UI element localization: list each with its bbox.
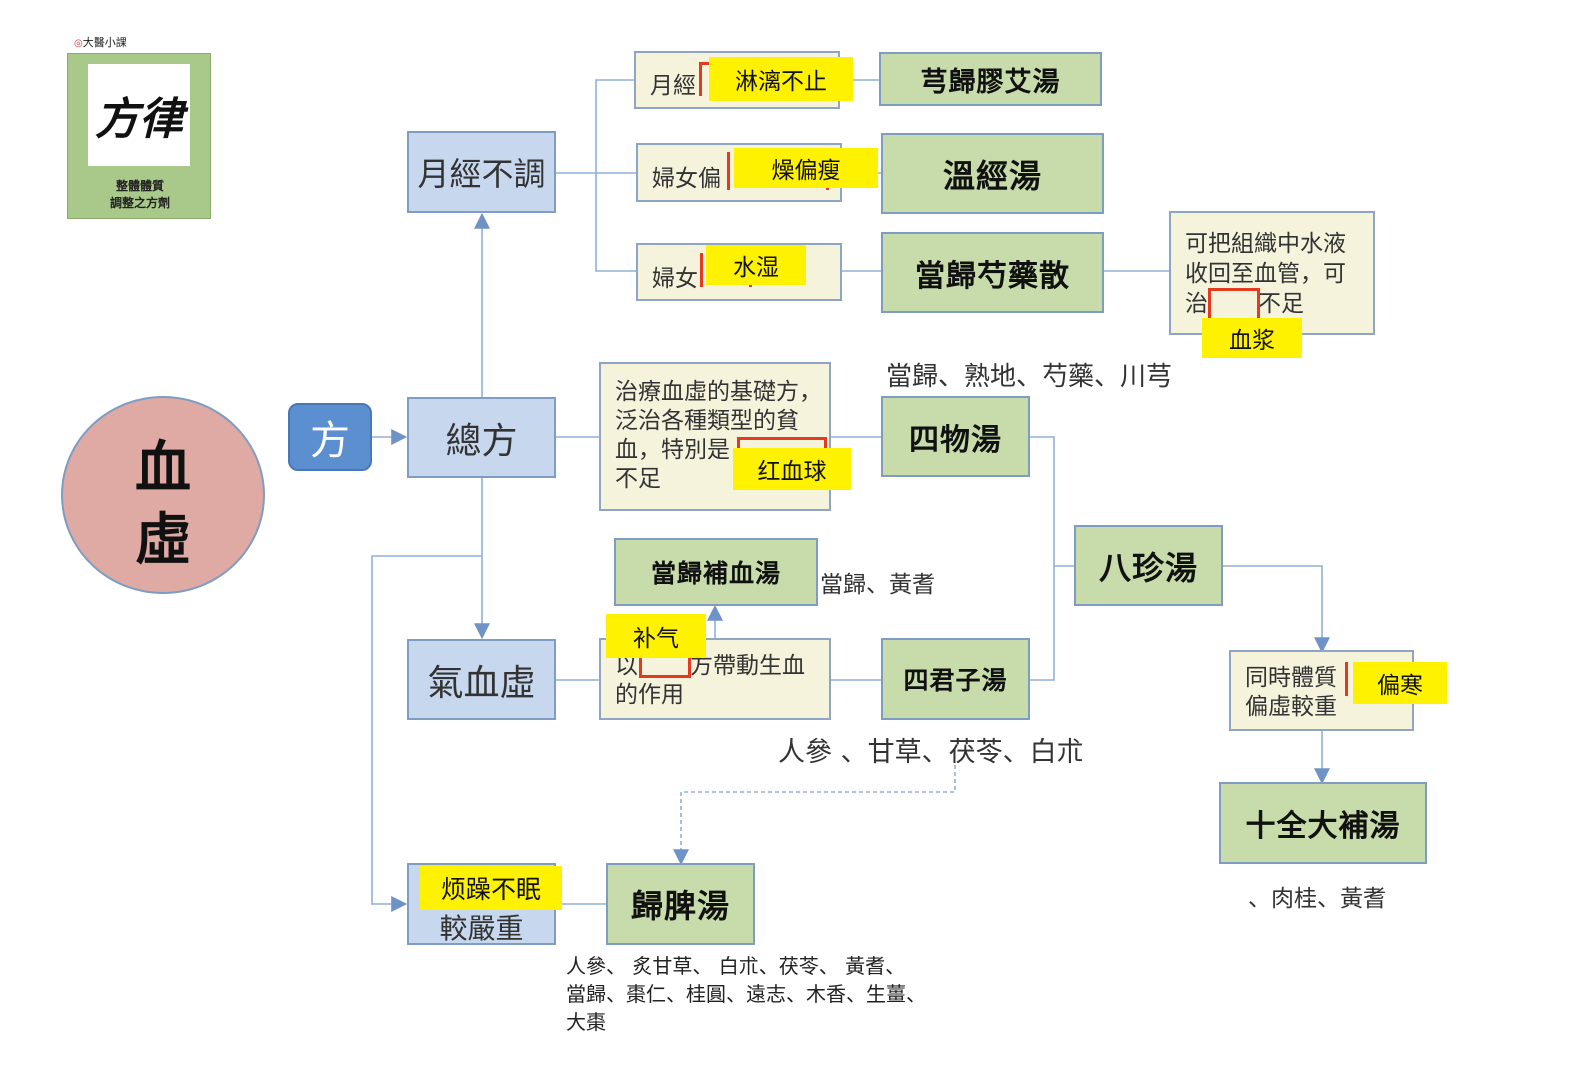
desc-buxue-line1a: 以 <box>615 653 638 679</box>
formula-dangguibuxue[interactable]: 當歸補血湯 <box>614 538 818 606</box>
desc-buxue-line2: 的作用 <box>615 682 684 708</box>
bracket-xuejiang <box>1208 288 1260 318</box>
formula-wenjing[interactable]: 溫經湯 <box>881 133 1104 214</box>
desc-danggui-line3: 治 不足 <box>1185 289 1346 319</box>
desc-siwu: 治療血虛的基礎方， 泛治各種類型的貧 血，特別是 不足 <box>599 362 831 511</box>
desc-buxue-line1b: 方帶動生血 <box>690 653 805 679</box>
desc-siwu-line3: 血，特別是 <box>615 437 730 463</box>
desc-siwu-line4: 不足 <box>615 466 661 492</box>
desc-buxue-text: 以 方帶動生血 的作用 <box>615 652 805 710</box>
formula-dangguishaoyao[interactable]: 當歸芍藥散 <box>881 232 1104 313</box>
desc-danggui-line3b: 不足 <box>1258 291 1304 317</box>
logo-subtitle: 整體體質 調整之方劑 <box>68 178 212 212</box>
center-circle: 血 虛 <box>61 396 265 594</box>
logo-panel: 方律 整體體質 調整之方劑 <box>67 53 211 219</box>
highlight-xuejiang: 血浆 <box>1202 318 1302 358</box>
desc-pianhan-line1: 同時體質 <box>1245 665 1337 691</box>
ingredients-sijunzi: 人參 、甘草、茯苓、白朮 <box>778 737 1084 768</box>
logo-subtitle-line2: 調整之方劑 <box>109 196 170 210</box>
logo-subtitle-line1: 整體體質 <box>115 179 164 193</box>
logo-corner-mark-icon: ◎ <box>74 38 83 49</box>
highlight-hongxueqiu: 红血球 <box>733 448 851 490</box>
highlight-pianhan: 偏寒 <box>1353 662 1447 704</box>
desc-pianhan-line2: 偏虛較重 <box>1245 694 1337 720</box>
desc-danggui: 可把組織中水液 收回至血管，可 治 不足 <box>1169 211 1375 335</box>
node-yuejing-butiao[interactable]: 月經不調 <box>407 131 556 213</box>
cond-yuejing-text: 月經 <box>650 73 696 99</box>
ingredients-guipi-line3: 大棗 <box>566 1010 606 1034</box>
desc-danggui-line3a: 治 <box>1185 291 1208 317</box>
cond-funv-text: 婦女 <box>652 266 698 292</box>
logo-calligraphy: 方律 <box>88 64 190 166</box>
desc-pianhan-text: 同時體質 偏虛較重 <box>1245 664 1337 722</box>
ingredients-guipi-line1: 人參、 炙甘草、 白朮、茯苓、 黃耆、 <box>566 954 906 978</box>
ingredients-guipi-line2: 當歸、棗仁、桂圓、遠志、木香、生薑、 <box>566 982 926 1006</box>
desc-siwu-line1: 治療血虛的基礎方， <box>615 379 822 405</box>
logo-corner-text: 大醫小課 <box>82 36 127 49</box>
bracket-buqi <box>639 650 691 678</box>
node-fanzao-line2: 較嚴重 <box>439 912 524 945</box>
highlight-shuishi: 水湿 <box>706 245 806 285</box>
node-qixuexu[interactable]: 氣血虛 <box>407 639 556 720</box>
node-zongfang[interactable]: 總方 <box>407 397 556 478</box>
formula-sijunzi[interactable]: 四君子湯 <box>881 638 1030 720</box>
formula-xiongguijiaoai[interactable]: 芎歸膠艾湯 <box>879 52 1102 106</box>
center-title-line1: 血 <box>135 435 191 501</box>
center-title-line2: 虛 <box>135 507 191 573</box>
ingredients-siwu: 當歸、熟地、芍藥、川芎 <box>886 362 1173 392</box>
highlight-fanzao: 烦躁不眠 <box>420 866 562 910</box>
logo-corner: ◎大醫小課 <box>74 34 127 50</box>
desc-danggui-line2: 收回至血管，可 <box>1185 261 1346 287</box>
highlight-linli: 淋漓不止 <box>709 57 853 101</box>
ingredients-guipi: 人參、 炙甘草、 白朮、茯苓、 黃耆、 當歸、棗仁、桂圓、遠志、木香、生薑、 大… <box>566 952 926 1036</box>
bracket-linli <box>699 62 709 96</box>
ingredients-shiquan: 、肉桂、黃耆 <box>1248 886 1386 912</box>
desc-siwu-line2: 泛治各種類型的貧 <box>615 408 799 434</box>
highlight-buqi: 补气 <box>606 614 706 658</box>
desc-danggui-text: 可把組織中水液 收回至血管，可 治 不足 <box>1185 229 1346 319</box>
formula-shiquandabu[interactable]: 十全大補湯 <box>1219 782 1427 864</box>
formula-siwu[interactable]: 四物湯 <box>881 396 1030 477</box>
desc-buxue-line1: 以 方帶動生血 <box>615 652 805 681</box>
desc-buxue: 以 方帶動生血 的作用 <box>599 638 831 720</box>
bracket-pianhan <box>1345 662 1369 696</box>
fang-button[interactable]: 方 <box>288 403 372 471</box>
desc-siwu-text: 治療血虛的基礎方， 泛治各種類型的貧 血，特別是 不足 <box>615 378 822 494</box>
desc-danggui-line1: 可把組織中水液 <box>1185 231 1346 257</box>
highlight-zaopianshou: 燥偏瘦 <box>734 148 878 188</box>
center-title: 血 虛 <box>63 432 263 576</box>
formula-bazhen[interactable]: 八珍湯 <box>1074 525 1223 606</box>
formula-guipi[interactable]: 歸脾湯 <box>606 863 755 945</box>
ingredients-dangguibuxue: 當歸、黃耆 <box>820 572 935 598</box>
cond-funv-pian-text: 婦女偏 <box>652 166 721 192</box>
